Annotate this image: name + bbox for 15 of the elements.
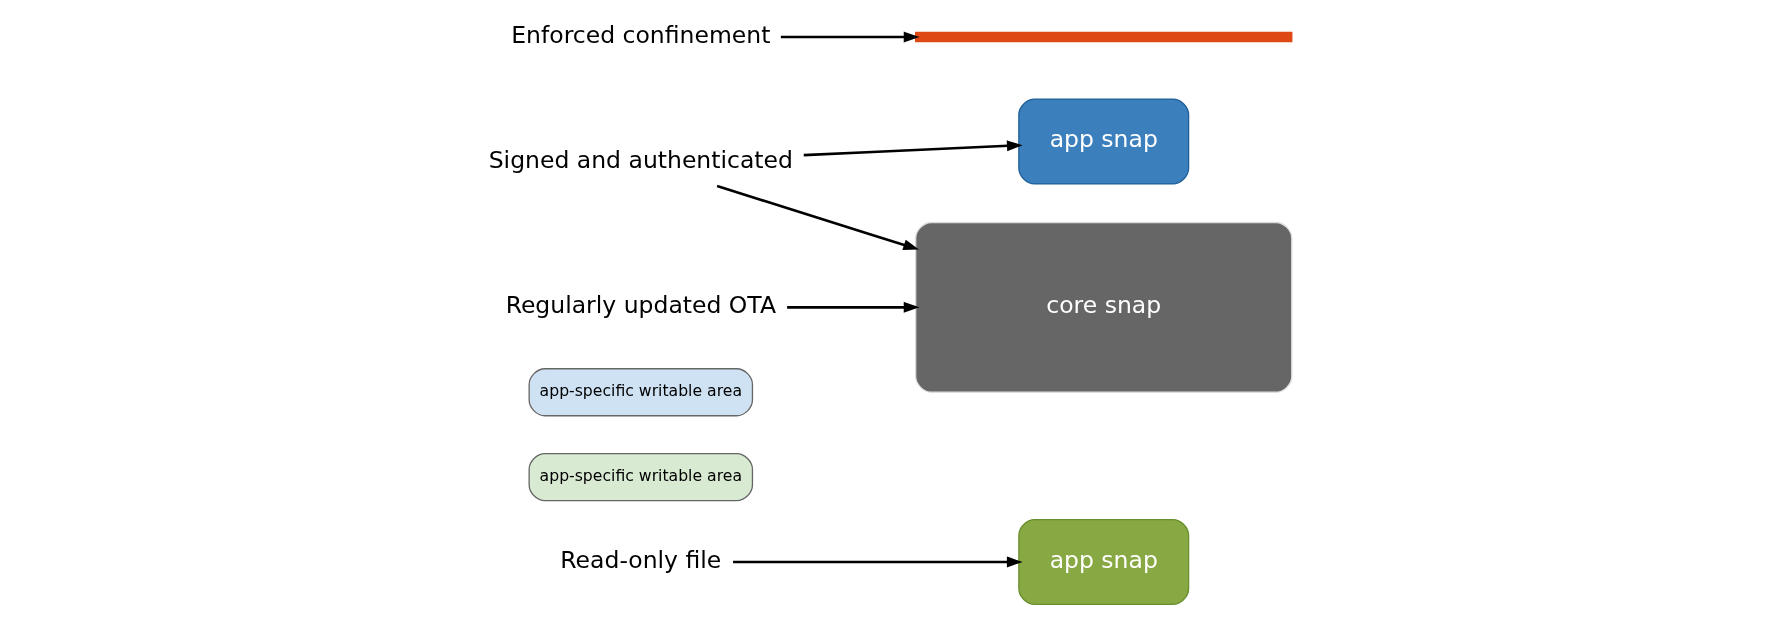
node-box: app snap [1017,98,1189,185]
node-bar [914,31,1292,43]
node-text: Regularly updated OTA [505,291,776,320]
arrow [732,556,1023,568]
node-text: Signed and authenticated [488,146,793,175]
arrow [803,140,1023,157]
node-box: core snap [914,221,1292,393]
arrow [780,31,919,43]
node-box: app-specific writable area [528,368,753,417]
node-box: app snap [1017,518,1189,606]
node-box: app-specific writable area [528,452,753,502]
arrow [716,184,919,251]
node-text: Enforced confinement [510,20,770,49]
node-text: Read-only file [559,545,721,574]
arrow [786,301,919,313]
